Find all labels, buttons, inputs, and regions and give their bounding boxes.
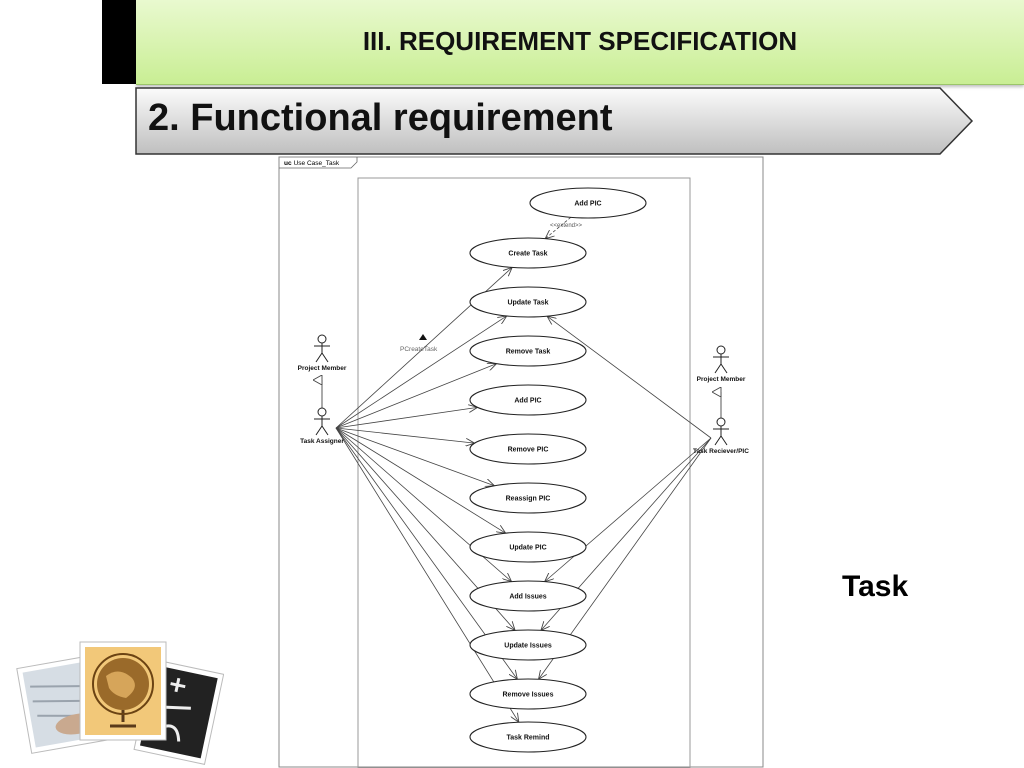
use-case-ellipse <box>469 721 587 753</box>
use-case-ellipse <box>469 629 587 661</box>
header-band <box>136 0 1024 85</box>
association-line <box>335 427 519 722</box>
actor-head <box>317 334 327 344</box>
association-line <box>335 427 475 443</box>
actor-receiver: Task Reciever/PIC <box>693 417 749 455</box>
association-line <box>545 437 712 582</box>
use-case: Remove PIC <box>469 433 587 465</box>
use-case: Reassign PIC <box>469 482 587 514</box>
use-case-label: Update Issues <box>504 643 552 650</box>
use-case: Add PIC <box>529 187 647 219</box>
actor-body <box>314 416 330 436</box>
use-case: Update Issues <box>469 629 587 661</box>
use-case: Create Task <box>469 237 587 269</box>
use-case-label: Task Remind <box>506 735 549 742</box>
association-line <box>335 427 506 533</box>
use-case-ellipse <box>469 482 587 514</box>
use-case-ellipse <box>469 237 587 269</box>
frame-tab <box>279 157 358 169</box>
use-case: Add PIC <box>469 384 587 416</box>
use-case-label: Create Task <box>508 251 547 258</box>
photo-globe <box>79 641 167 741</box>
use-case-label: Update PIC <box>509 545 546 552</box>
association-line <box>335 364 497 429</box>
actor-pm_left: Project Member <box>298 334 347 372</box>
actor-label: Task Assigner <box>300 438 344 445</box>
actor-label: Project Member <box>697 376 746 383</box>
actor-label: Project Member <box>298 365 347 372</box>
use-case: Task Remind <box>469 721 587 753</box>
use-case-label: Remove Issues <box>503 692 554 699</box>
extend-relation <box>545 217 572 238</box>
actor-assigner: Task Assigner <box>300 407 344 445</box>
task-caption: Task <box>842 570 909 603</box>
use-case-label: Update Task <box>507 300 548 307</box>
use-case: Remove Task <box>469 335 587 367</box>
actor-head <box>317 407 327 417</box>
use-case-ellipse <box>469 433 587 465</box>
extend-label: <<extend>> <box>550 223 583 229</box>
use-case-ellipse <box>469 286 587 318</box>
use-case: Update Task <box>469 286 587 318</box>
actor-head <box>716 345 726 355</box>
actor-body <box>314 343 330 363</box>
use-case: Remove Issues <box>469 678 587 710</box>
association-line <box>335 427 494 486</box>
use-case-ellipse <box>469 384 587 416</box>
use-case-ellipse <box>469 580 587 612</box>
actor-pm_right: Project Member <box>697 345 746 383</box>
use-case-label: Add Issues <box>509 594 546 601</box>
section-title: III. REQUIREMENT SPECIFICATION <box>362 26 798 56</box>
actor-label: Task Reciever/PIC <box>693 448 749 455</box>
constraint-label: PCreateTask <box>400 346 438 353</box>
use-case-ellipse <box>469 678 587 710</box>
banner-title: 2. Functional requirement <box>148 97 613 139</box>
use-case-ellipse <box>469 335 587 367</box>
association-line <box>335 316 507 429</box>
association-line <box>335 407 477 429</box>
use-case-label: Remove PIC <box>508 447 549 454</box>
actor-head <box>716 417 726 427</box>
use-case: Add Issues <box>469 580 587 612</box>
decorative-photo-stack <box>16 641 224 765</box>
header-dark-block <box>102 0 138 84</box>
actor-body <box>713 354 729 374</box>
use-case-label: Add PIC <box>574 201 601 208</box>
use-case-label: Reassign PIC <box>506 496 551 503</box>
use-case-ellipse <box>529 187 647 219</box>
use-case: Update PIC <box>469 531 587 563</box>
use-case-ellipse <box>469 531 587 563</box>
use-case-label: Remove Task <box>506 349 551 356</box>
constraint-marker <box>419 334 427 340</box>
title-banner <box>135 87 974 155</box>
actor-body <box>713 426 729 446</box>
use-case-label: Add PIC <box>514 398 541 405</box>
association-line <box>547 316 712 439</box>
system-boundary <box>357 177 691 768</box>
